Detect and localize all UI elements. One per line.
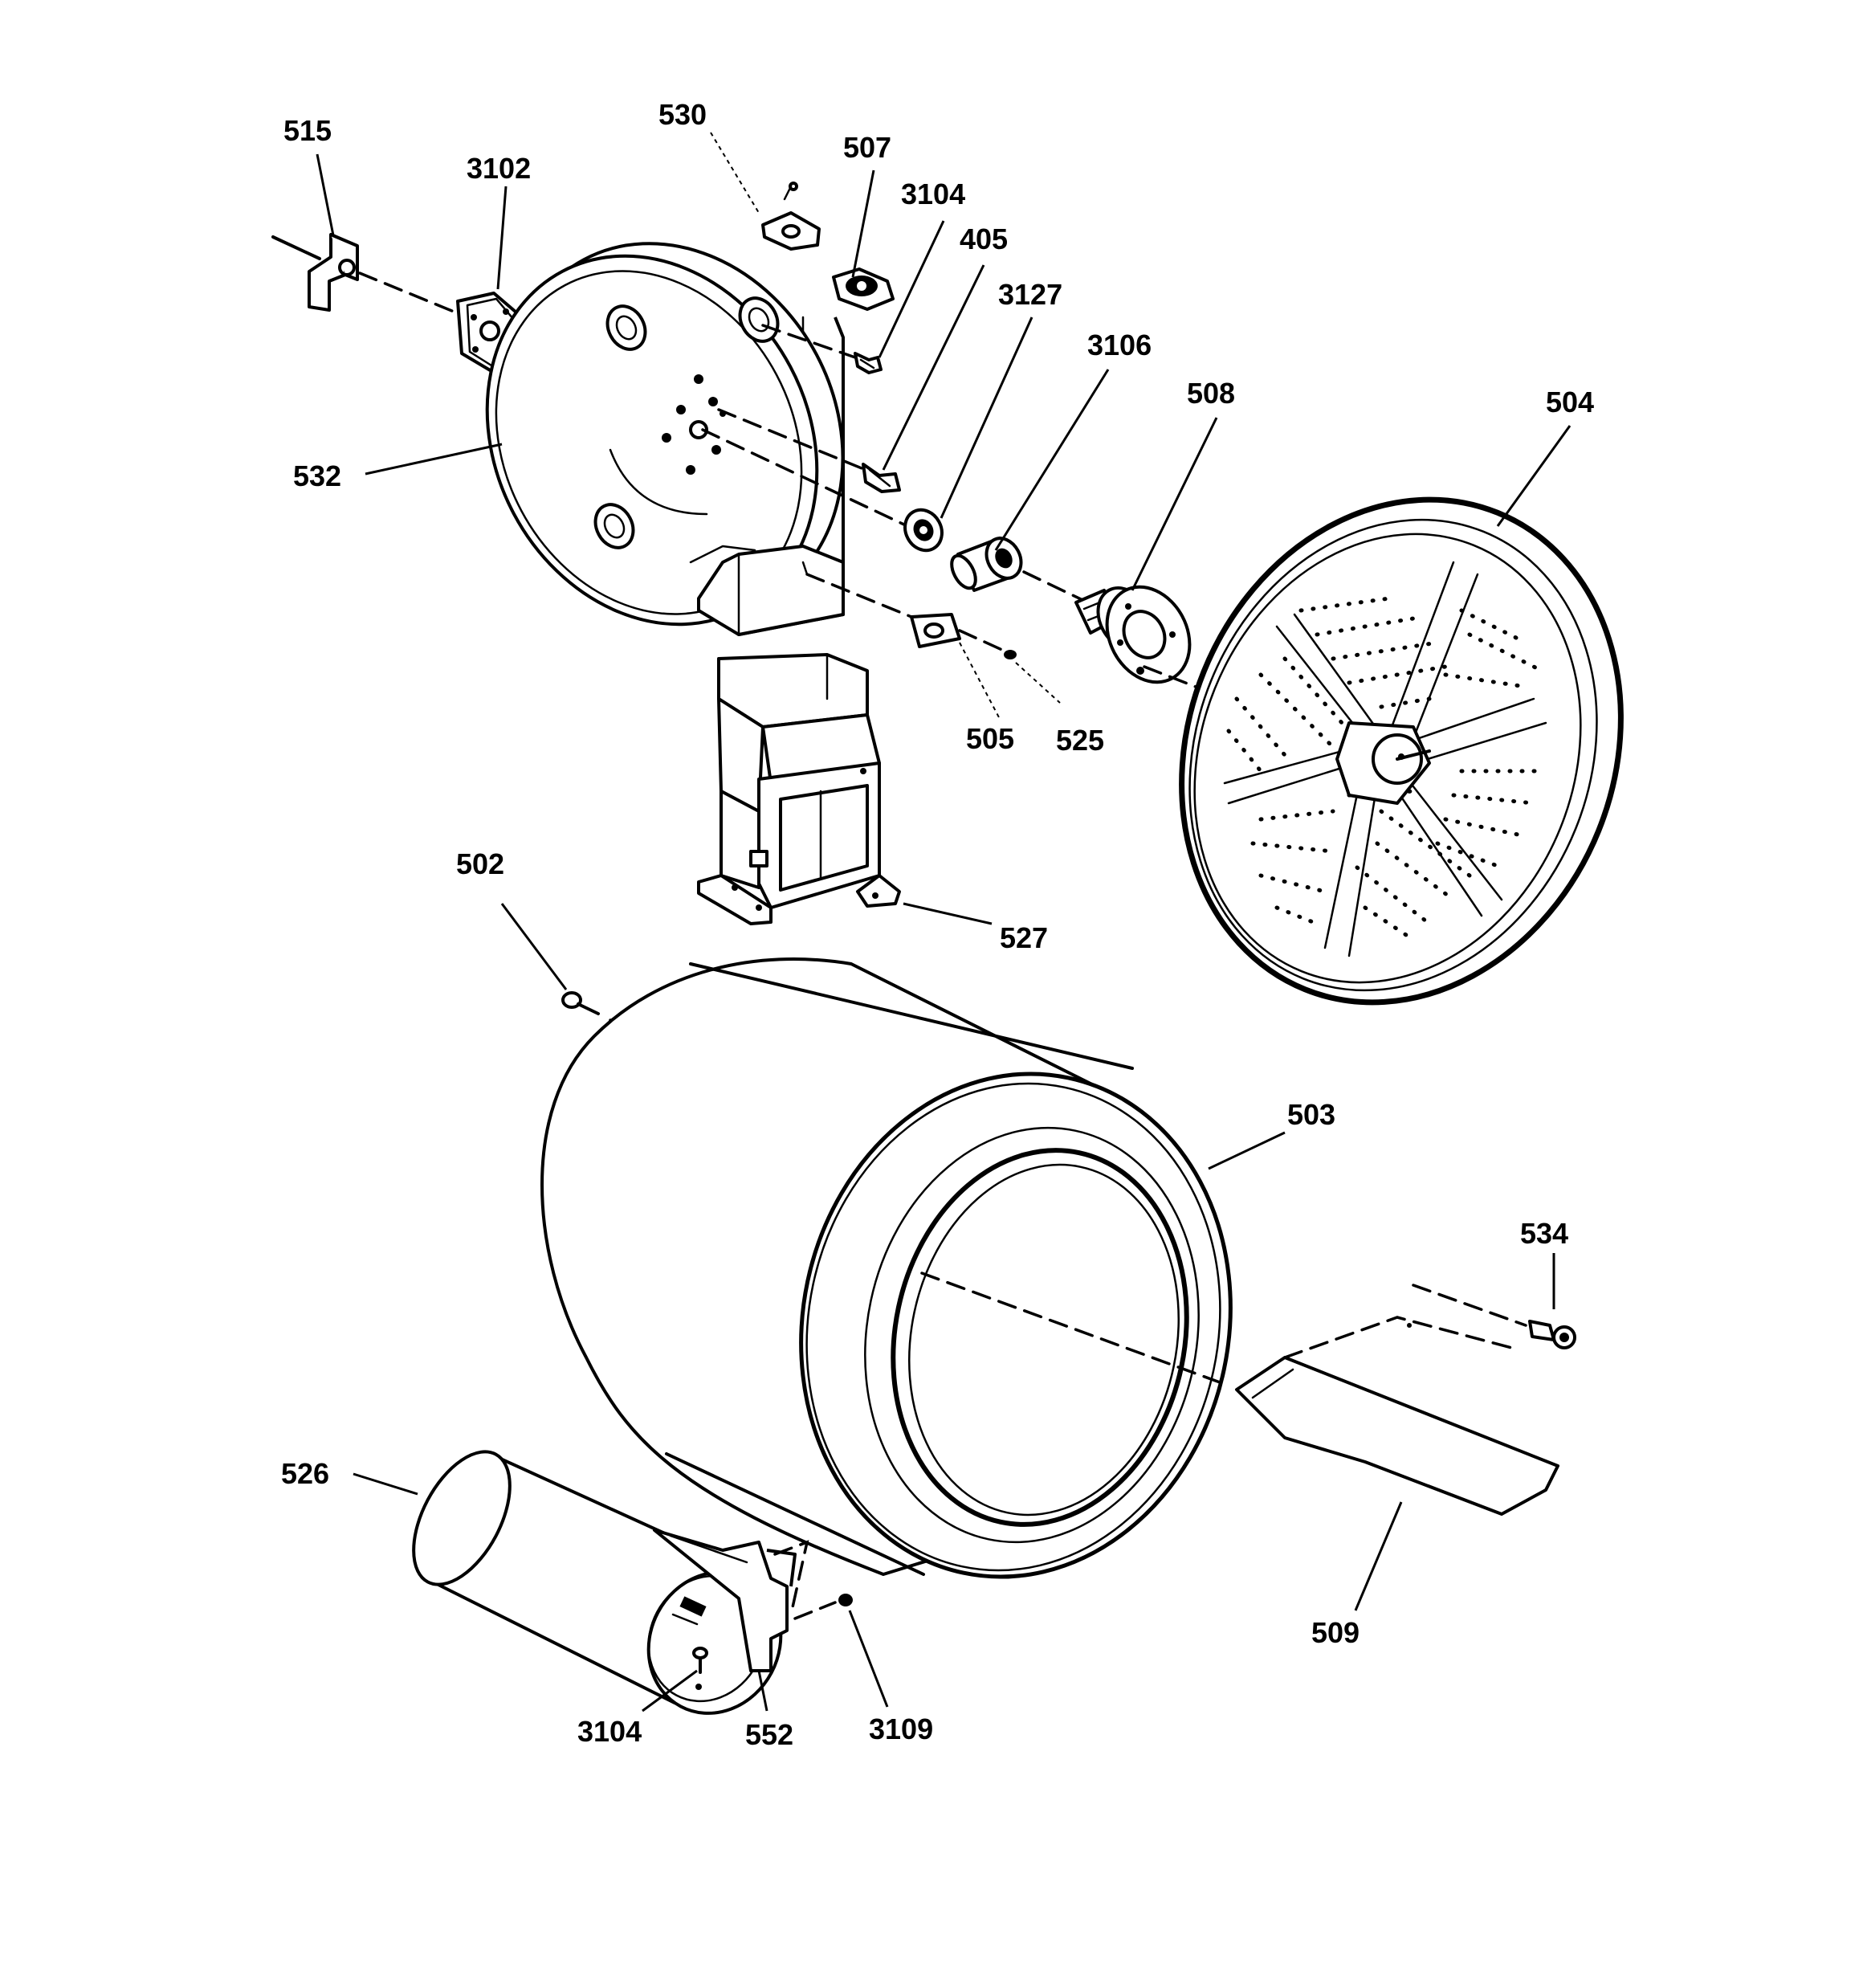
label-527: 527 xyxy=(1000,921,1048,954)
label-534: 534 xyxy=(1520,1217,1568,1250)
part-3104-screw-bottom xyxy=(692,1647,708,1674)
part-515-bracket xyxy=(271,233,459,315)
label-525: 525 xyxy=(1056,724,1104,757)
label-3127: 3127 xyxy=(998,278,1062,311)
label-405: 405 xyxy=(960,222,1008,255)
leader-lines xyxy=(316,132,1572,1712)
label-530: 530 xyxy=(658,98,707,131)
part-527-vent-duct xyxy=(697,653,901,925)
label-3106: 3106 xyxy=(1087,329,1152,361)
part-534-screw xyxy=(1412,1284,1576,1349)
part-525-screw xyxy=(1004,650,1017,659)
label-502: 502 xyxy=(456,847,504,880)
part-508-drum-hub xyxy=(1074,585,1238,704)
part-labels: 515 3102 530 507 3104 405 3127 3106 508 … xyxy=(281,98,1594,1751)
label-515: 515 xyxy=(283,114,332,147)
label-503: 503 xyxy=(1287,1098,1335,1131)
part-526-motor xyxy=(412,1450,797,1715)
part-3106-shaft xyxy=(950,537,1098,608)
part-504-front-bulkhead xyxy=(1179,496,1624,1006)
part-509-baffle xyxy=(1235,1316,1559,1516)
part-530-screw-and-clip xyxy=(761,182,821,251)
label-532: 532 xyxy=(293,459,341,492)
part-3104-screw-top xyxy=(854,352,883,374)
part-505-bracket xyxy=(801,561,1005,652)
label-3109: 3109 xyxy=(869,1712,933,1745)
part-503-drum xyxy=(540,957,1233,1579)
part-3109-screw xyxy=(773,1540,853,1620)
label-3104-bottom: 3104 xyxy=(577,1715,642,1748)
label-505: 505 xyxy=(966,722,1014,755)
part-532-rear-bulkhead xyxy=(485,242,845,636)
label-552: 552 xyxy=(745,1718,793,1751)
label-526: 526 xyxy=(281,1457,329,1490)
label-3104-top: 3104 xyxy=(901,178,965,210)
label-507: 507 xyxy=(843,131,891,164)
part-405-bolt xyxy=(717,408,901,493)
label-504: 504 xyxy=(1546,386,1594,418)
label-509: 509 xyxy=(1311,1616,1360,1649)
label-3102: 3102 xyxy=(467,152,531,185)
part-3127-bearing xyxy=(701,428,944,553)
label-508: 508 xyxy=(1187,377,1235,410)
part-507-thermostat xyxy=(761,267,895,359)
